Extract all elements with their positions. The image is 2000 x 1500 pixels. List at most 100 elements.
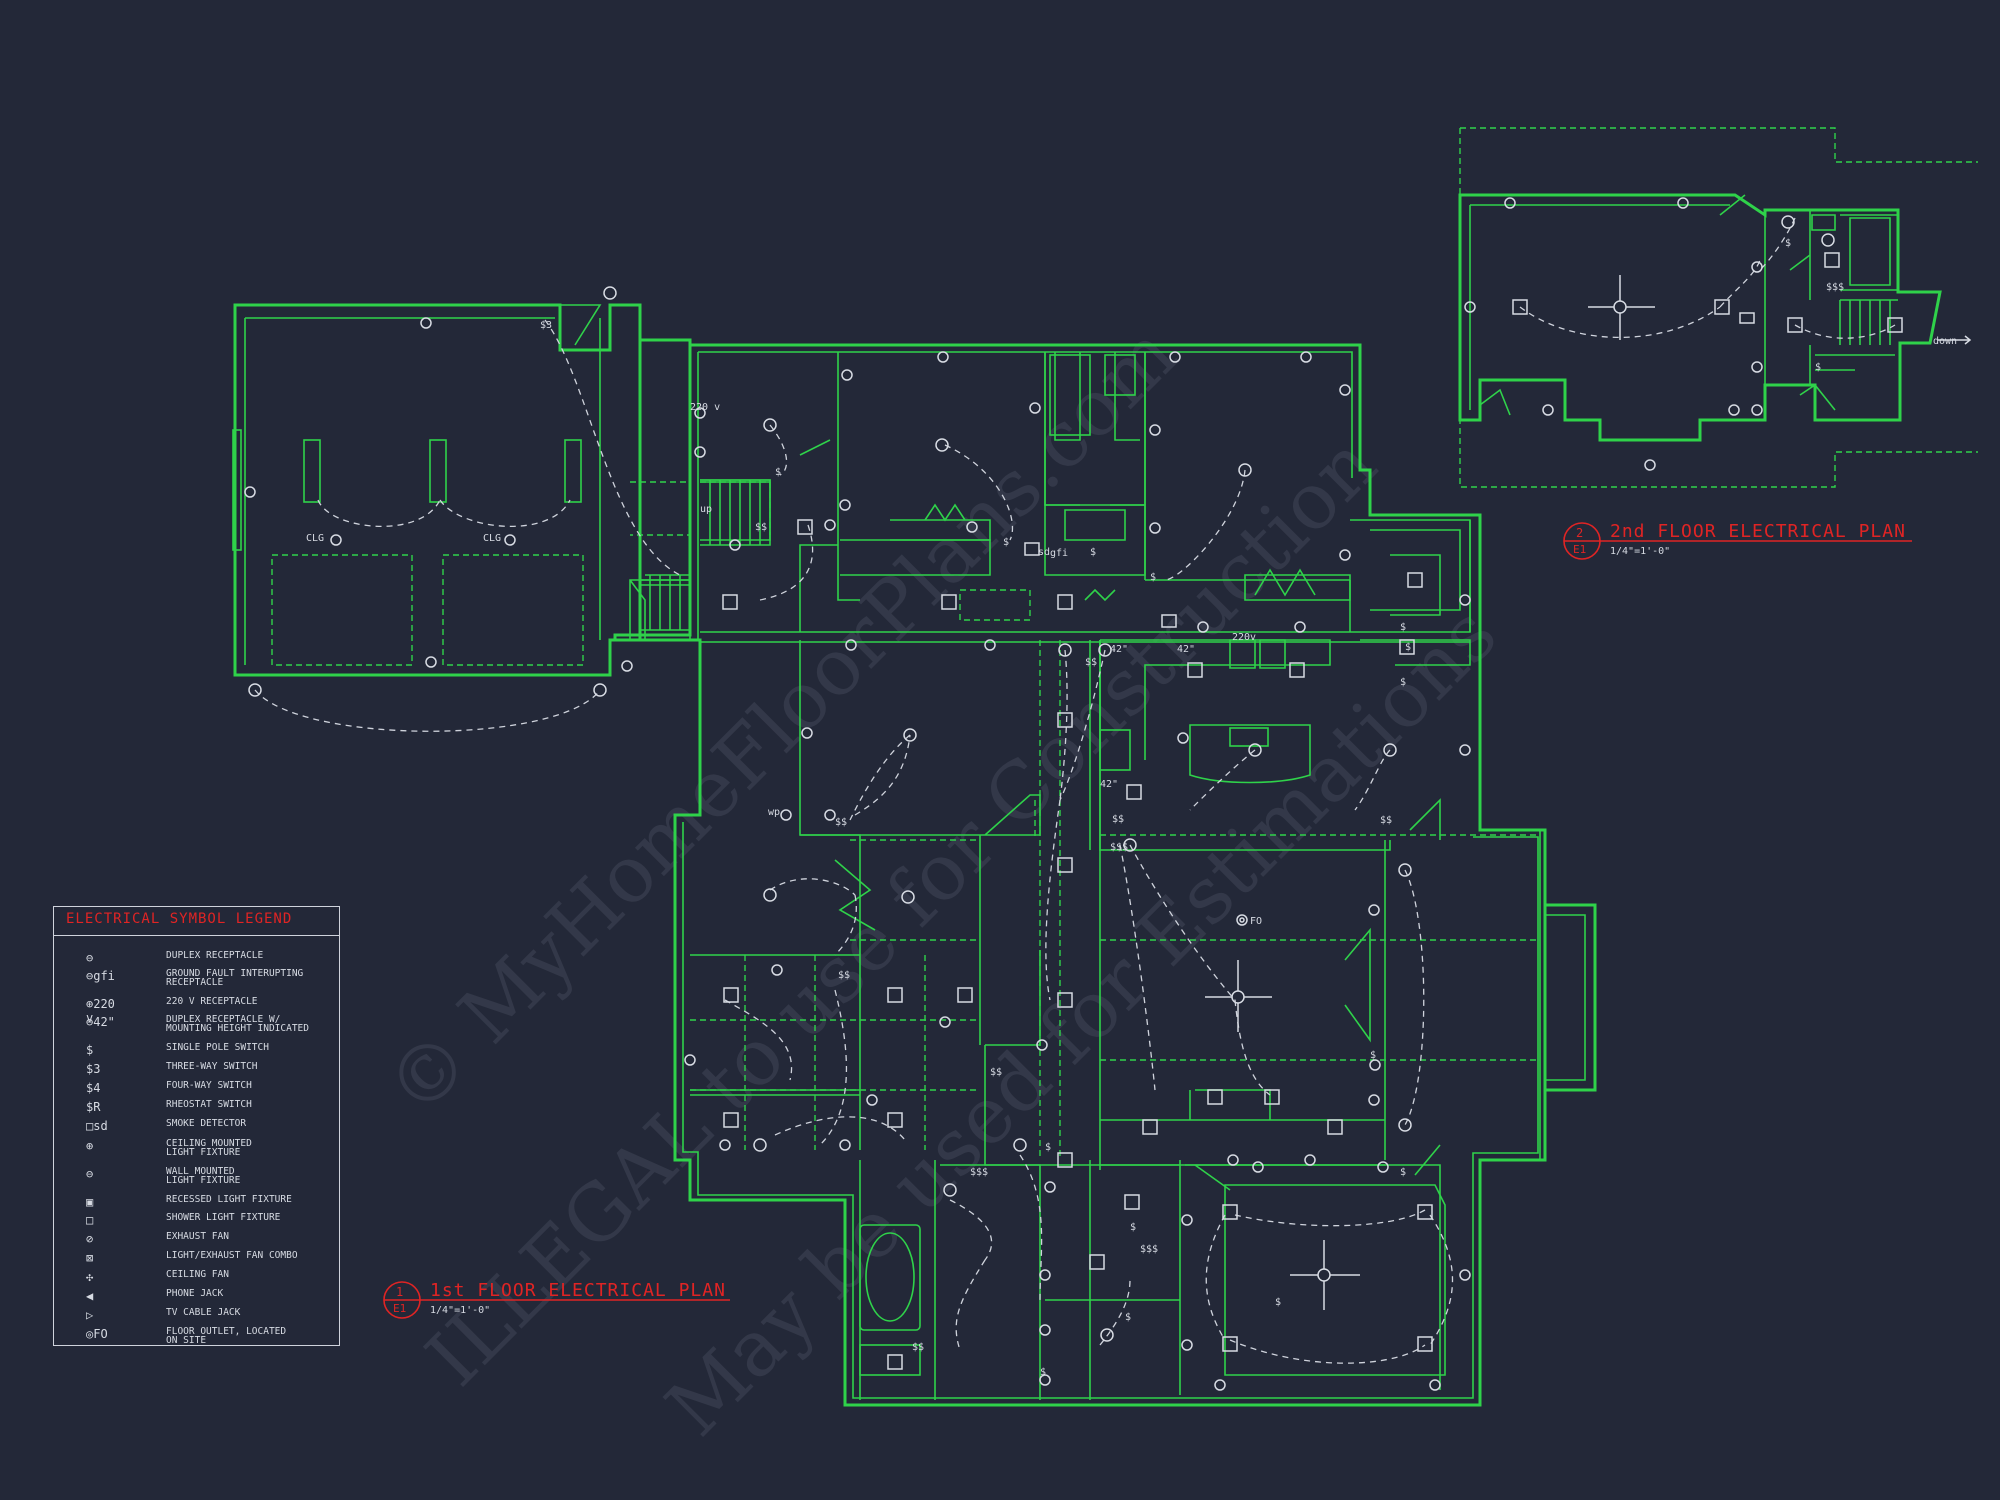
electrical-symbol-legend: ELECTRICAL SYMBOL LEGEND ⊖DUPLEX RECEPTA… — [53, 906, 340, 1346]
plan-number: 1 — [396, 1285, 403, 1299]
ceiling-fan-icon — [1588, 275, 1655, 340]
single-pole-switch-icon: $ — [86, 1043, 94, 1057]
sheet-number: E1 — [1573, 543, 1586, 556]
svg-text:$$: $$ — [1380, 815, 1392, 826]
sd-label: sd — [1038, 547, 1050, 558]
legend-row: $SINGLE POLE SWITCH — [54, 1043, 339, 1061]
floor-outlet-icon: ◎FO — [86, 1327, 108, 1341]
legend-row: ✣CEILING FAN — [54, 1270, 339, 1288]
legend-label: LIGHT/EXHAUST FAN COMBO — [166, 1250, 298, 1261]
legend-label: SHOWER LIGHT FIXTURE — [166, 1212, 281, 1223]
svg-text:$: $ — [1370, 1050, 1376, 1061]
svg-text:$$: $$ — [835, 817, 847, 828]
plan-title: 1st FLOOR ELECTRICAL PLAN — [430, 1280, 726, 1301]
legend-row: ⊖gfi GROUND FAULT INTERUPTING RECEPTACLE — [54, 968, 339, 988]
first-floor-walls — [613, 338, 1597, 1407]
duplex-receptacle-icon: ⊖ — [86, 951, 94, 965]
legend-label: EXHAUST FAN — [166, 1231, 229, 1242]
legend-row: ⊕CEILING MOUNTED LIGHT FIXTURE — [54, 1139, 339, 1158]
four-way-switch-icon: $4 — [86, 1081, 101, 1095]
svg-text:$: $ — [1785, 238, 1791, 249]
legend-row: ◀ PHONE JACK — [54, 1289, 339, 1307]
three-way-switch-icon: $3 — [86, 1062, 101, 1076]
gfi-receptacle-icon: ⊖gfi — [86, 969, 115, 983]
phone-jack-icon: ◀ — [86, 1289, 94, 1303]
first-floor-labels: CLG CLG up 220 v 220v FO wp 42" 42" 42" … — [306, 402, 1262, 927]
legend-label: THREE-WAY SWITCH — [166, 1061, 258, 1072]
svg-text:$: $ — [1400, 1167, 1406, 1178]
svg-text:$$$: $$$ — [1110, 842, 1128, 853]
plan-title: 2nd FLOOR ELECTRICAL PLAN — [1610, 521, 1906, 542]
legend-label: TV CABLE JACK — [166, 1307, 241, 1318]
shower-light-icon: □ — [86, 1213, 94, 1227]
plan-scale: 1/4"=1'-0" — [430, 1305, 490, 1316]
legend-row: $R RHEOSTAT SWITCH — [54, 1100, 339, 1118]
legend-row: ⊠ LIGHT/EXHAUST FAN COMBO — [54, 1251, 339, 1269]
height-label: 42" — [1177, 644, 1195, 655]
garage — [232, 303, 642, 677]
legend-label: GROUND FAULT INTERUPTING RECEPTACLE — [166, 968, 304, 988]
legend-row: ⊕220 v 220 V RECEPTACLE — [54, 996, 339, 1025]
legend-label: WALL MOUNTED LIGHT FIXTURE — [166, 1166, 241, 1186]
svg-text:$$$: $$$ — [970, 1167, 988, 1178]
first-floor-symbols: $3$$$ $$$ $$$$ $$$$$$$ $$$$$$$ $$$$$ $$$… — [244, 286, 1471, 1391]
svg-text:$$: $$ — [912, 1342, 924, 1353]
svg-text:$: $ — [775, 467, 781, 478]
legend-label: PHONE JACK — [166, 1288, 224, 1299]
svg-text:$: $ — [1400, 622, 1406, 633]
ceiling-fan-icon — [1290, 1240, 1360, 1310]
legend-label: FOUR-WAY SWITCH — [166, 1080, 252, 1091]
svg-text:$$: $$ — [755, 522, 767, 533]
first-floor-wiring — [254, 319, 1454, 1364]
legend-row: ⊘ EXHAUST FAN — [54, 1232, 339, 1250]
legend-row: ⊖42" DUPLEX RECEPTACLE W/ MOUNTING HEIGHT… — [54, 1014, 339, 1034]
second-floor-symbols: $$$$$ down — [1464, 197, 1972, 471]
tv-cable-jack-icon: ▷ — [86, 1308, 94, 1322]
svg-text:$$$: $$$ — [1140, 1244, 1158, 1255]
clg-label: CLG — [306, 533, 324, 544]
svg-text:$$: $$ — [990, 1067, 1002, 1078]
smoke-detector-icon: □sd — [86, 1119, 108, 1133]
legend-row: ⊖DUPLEX RECEPTACLE — [54, 951, 339, 969]
height-label: 42" — [1100, 779, 1118, 790]
legend-label: 220 V RECEPTACLE — [166, 996, 258, 1007]
second-floor-wiring — [1519, 217, 1896, 339]
up-label: up — [700, 504, 712, 515]
legend-label: RECESSED LIGHT FIXTURE — [166, 1194, 292, 1205]
gfi-label: gfi — [1050, 548, 1068, 559]
legend-row: $3 THREE-WAY SWITCH — [54, 1062, 339, 1080]
exhaust-fan-icon: ⊘ — [86, 1232, 94, 1246]
ceiling-fan-icon: ✣ — [86, 1270, 94, 1284]
svg-text:$$$: $$$ — [1826, 282, 1844, 293]
second-floor-title-block: 2 E1 2nd FLOOR ELECTRICAL PLAN 1/4"=1'-0… — [1563, 521, 1912, 560]
svg-text:$: $ — [1003, 537, 1009, 548]
duplex-receptacle-height-icon: ⊖42" — [86, 1015, 115, 1029]
legend-row: $4 FOUR-WAY SWITCH — [54, 1081, 339, 1099]
legend-label: RHEOSTAT SWITCH — [166, 1099, 252, 1110]
220v-label: 220v — [1232, 632, 1256, 643]
legend-label: DUPLEX RECEPTACLE W/ MOUNTING HEIGHT IND… — [166, 1014, 309, 1034]
legend-row: ▣ RECESSED LIGHT FIXTURE — [54, 1195, 339, 1213]
sheet-number: E1 — [393, 1302, 406, 1315]
rheostat-switch-icon: $R — [86, 1100, 101, 1114]
legend-label: SMOKE DETECTOR — [166, 1118, 247, 1129]
fo-label: FO — [1250, 916, 1262, 927]
svg-text:$: $ — [1090, 547, 1096, 558]
legend-divider — [54, 935, 339, 936]
recessed-light-icon: ▣ — [86, 1195, 94, 1209]
220v-receptacle-icon: ⊕220 v — [86, 997, 115, 1025]
svg-text:$3: $3 — [540, 320, 552, 331]
plan-scale: 1/4"=1'-0" — [1610, 546, 1670, 557]
second-floor-walls — [1458, 127, 1978, 488]
svg-text:$: $ — [1405, 642, 1411, 653]
light-exhaust-fan-icon: ⊠ — [86, 1251, 94, 1265]
ceiling-fan-icon — [1205, 960, 1272, 1032]
svg-text:$: $ — [1275, 1297, 1281, 1308]
svg-text:$: $ — [1125, 1312, 1131, 1323]
plan-number: 2 — [1576, 526, 1583, 540]
svg-text:$$: $$ — [1085, 657, 1097, 668]
down-label: down — [1933, 336, 1957, 347]
legend-row: □ SHOWER LIGHT FIXTURE — [54, 1213, 339, 1231]
svg-text:$$: $$ — [838, 970, 850, 981]
